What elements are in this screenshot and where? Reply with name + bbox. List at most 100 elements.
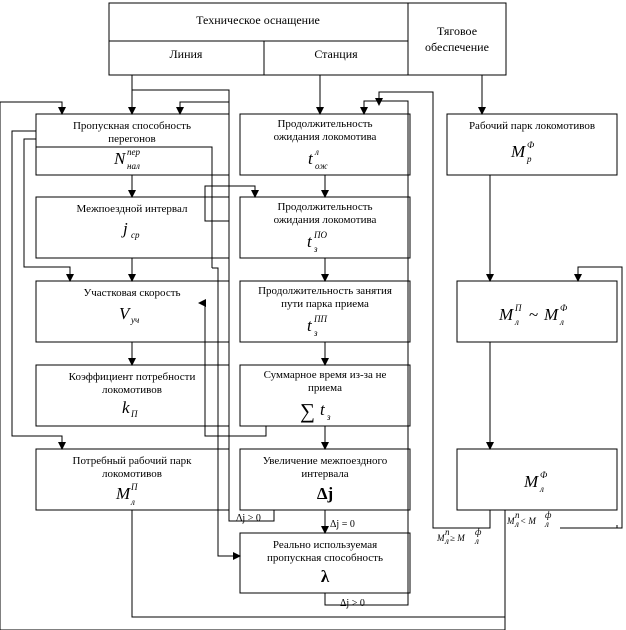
wait-locomotive-sup: л <box>314 147 319 157</box>
comparison-box <box>456 280 618 343</box>
capacity-label-1: Пропускная способность <box>73 120 191 132</box>
total-time-label-1: Суммарное время из-за не <box>264 369 387 381</box>
wait-locomotive-po-box <box>239 196 411 259</box>
middle-column: Продолжительность ожидания локомотива t … <box>239 113 411 594</box>
track-occupation-symbol: t <box>307 316 313 335</box>
interval-increase-label-1: Увеличение межпоездного <box>263 455 388 467</box>
wait-locomotive-label-2: ожидания локомотива <box>274 131 377 143</box>
real-capacity-symbol: λ <box>321 567 330 586</box>
traction-box <box>407 2 507 76</box>
working-fleet-label: Рабочий парк локомотивов <box>469 120 595 132</box>
total-time-label-2: приема <box>308 382 342 394</box>
track-occupation-label-1: Продолжительность занятия <box>258 285 392 297</box>
connector-total-to-speed <box>198 299 267 437</box>
traction-label-1: Тяговое <box>437 24 477 38</box>
coefficient-label-2: локомотивов <box>102 384 162 396</box>
comparison-operator: ~ <box>529 305 538 324</box>
label-lt-sup: п <box>515 510 520 520</box>
label-ge-sub2: л <box>474 536 479 546</box>
capacity-label-2: перегонов <box>108 133 155 145</box>
needed-fleet-label-1: Потребный рабочий парк <box>73 455 193 467</box>
total-time-sum-sign: ∑ <box>300 399 315 423</box>
label-dj-gt-0-a: Δj > 0 <box>236 513 261 524</box>
total-time-sub: з <box>326 412 331 422</box>
coefficient-box <box>35 364 230 427</box>
right-column: Рабочий парк локомотивов M Ф р M П л ~ M… <box>446 113 618 511</box>
comparison-symbol-right: M <box>543 305 559 324</box>
actual-fleet-symbol: M <box>523 472 539 491</box>
wait-locomotive-po-label-1: Продолжительность <box>277 201 372 213</box>
capacity-box <box>35 113 230 176</box>
real-capacity-label-1: Реально используемая <box>273 539 377 551</box>
needed-fleet-symbol: M <box>115 484 131 503</box>
label-lt-sup2: ф <box>545 510 552 520</box>
interval-increase-symbol: Δj <box>317 484 333 503</box>
label-ge-sup2: ф <box>475 527 482 537</box>
connector-increase-feedback <box>228 102 275 522</box>
label-lt-op: < M <box>520 516 536 526</box>
label-ge-sup: п <box>445 527 450 537</box>
speed-symbol: V <box>119 304 132 323</box>
capacity-symbol: N <box>113 149 127 168</box>
wait-locomotive-po-symbol: t <box>307 232 313 251</box>
label-fleet-lt: M л п < M л ф <box>506 510 552 529</box>
connectors <box>0 75 623 630</box>
track-occupation-sub: з <box>313 328 318 338</box>
label-lt-m: M <box>506 516 515 526</box>
wait-locomotive-po-sup: ПО <box>313 230 327 240</box>
wait-locomotive-symbol: t <box>308 149 314 168</box>
connector-actual-ge-loop <box>375 91 491 529</box>
working-fleet-box <box>446 113 618 176</box>
capacity-sup: пер <box>127 147 140 157</box>
label-fleet-ge: M л п ≥ M л ф <box>436 527 482 546</box>
connector-capacity-to-needed <box>11 130 66 450</box>
needed-fleet-label-2: локомотивов <box>102 468 162 480</box>
label-lt-sub2: л <box>544 519 549 529</box>
working-fleet-symbol: M <box>510 142 526 161</box>
actual-fleet-sup: Ф <box>540 470 548 480</box>
interval-box <box>35 196 230 259</box>
label-ge-m: M <box>436 533 445 543</box>
label-dj-eq-0: Δj = 0 <box>330 519 355 530</box>
connector-real-feedback <box>324 100 409 606</box>
speed-box <box>35 280 230 343</box>
connector-outer-loop-to-capacity <box>0 101 66 630</box>
working-fleet-sub: р <box>526 154 532 164</box>
track-occupation-box <box>239 280 411 343</box>
needed-fleet-box <box>35 448 230 511</box>
interval-sub: ср <box>131 230 140 240</box>
working-fleet-sup: Ф <box>527 140 535 150</box>
connector-to-real-capacity <box>212 267 241 560</box>
label-dj-gt-0-b: Δj > 0 <box>340 598 365 609</box>
wait-locomotive-po-label-2: ожидания локомотива <box>274 214 377 226</box>
label-ge-sub: л <box>444 536 449 546</box>
interval-increase-label-2: интервала <box>301 468 348 480</box>
needed-fleet-sup: П <box>130 482 138 492</box>
line-box <box>108 40 265 76</box>
connector-needed-to-actual <box>131 510 506 618</box>
connector-capacity-to-speed <box>23 138 74 282</box>
speed-sub: уч <box>130 315 139 325</box>
comparison-sup-right: Ф <box>560 303 568 313</box>
wait-locomotive-label-1: Продолжительность <box>277 118 372 130</box>
connector-interval-to-wait-po <box>204 185 259 222</box>
track-occupation-sup: ПП <box>313 314 327 324</box>
comparison-sub-right: л <box>559 317 564 327</box>
tech-equipment-box <box>108 2 409 42</box>
coefficient-label-1: Коэффициент потребности <box>69 371 196 383</box>
label-ge-op: ≥ M <box>450 533 465 543</box>
left-column: Пропускная способность перегонов N пер н… <box>35 113 230 511</box>
interval-label: Межпоездной интервал <box>77 203 188 215</box>
interval-increase-box <box>239 448 411 511</box>
wait-locomotive-sub: ож <box>315 161 328 171</box>
actual-fleet-sub: л <box>539 484 544 494</box>
tech-equipment-label: Техническое оснащение <box>196 13 320 27</box>
total-time-symbol: t <box>320 400 326 419</box>
traction-label-2: обеспечение <box>425 40 489 54</box>
interval-symbol: j <box>121 219 128 238</box>
actual-fleet-box <box>456 448 618 511</box>
label-lt-sub: л <box>514 519 519 529</box>
coefficient-sub: П <box>130 409 138 419</box>
capacity-sub: нал <box>127 161 140 171</box>
